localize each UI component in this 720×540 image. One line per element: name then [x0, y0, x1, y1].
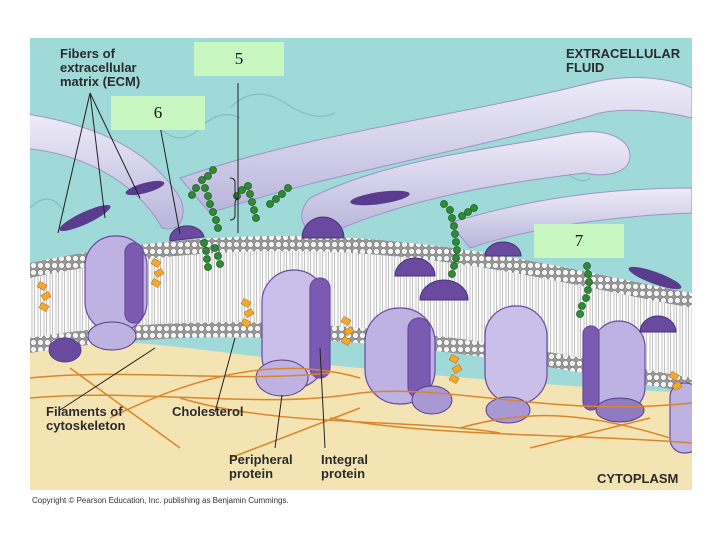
label-ecm-fibers: Fibers of extracellular matrix (ECM) — [60, 46, 141, 89]
leader-lines — [57, 83, 326, 449]
label-extracellular-fluid: EXTRACELLULAR FLUID — [566, 46, 681, 75]
cholesterol-molecules — [36, 257, 683, 392]
copyright-notice: Copyright © Pearson Education, Inc. publ… — [32, 496, 289, 505]
membrane-diagram — [30, 38, 692, 490]
ecm-fibers — [30, 77, 692, 249]
integral-proteins — [84, 235, 692, 454]
label-cholesterol: Cholesterol — [172, 404, 244, 419]
carbohydrate-chains — [188, 166, 593, 318]
number-box-7: 7 — [534, 224, 624, 258]
cytoskeleton-filaments — [30, 367, 692, 459]
glycoproteins — [169, 216, 677, 333]
dark-fibers — [59, 180, 682, 290]
bilayer-outer-heads — [30, 235, 692, 308]
label-cytoskeleton: Filaments of cytoskeleton — [46, 404, 126, 433]
number-box-6: 6 — [111, 96, 205, 130]
label-cytoplasm: CYTOPLASM — [597, 471, 679, 486]
label-peripheral-protein: Peripheral protein — [229, 452, 293, 481]
number-box-5: 5 — [194, 42, 284, 76]
label-integral-protein: Integral protein — [321, 452, 368, 481]
